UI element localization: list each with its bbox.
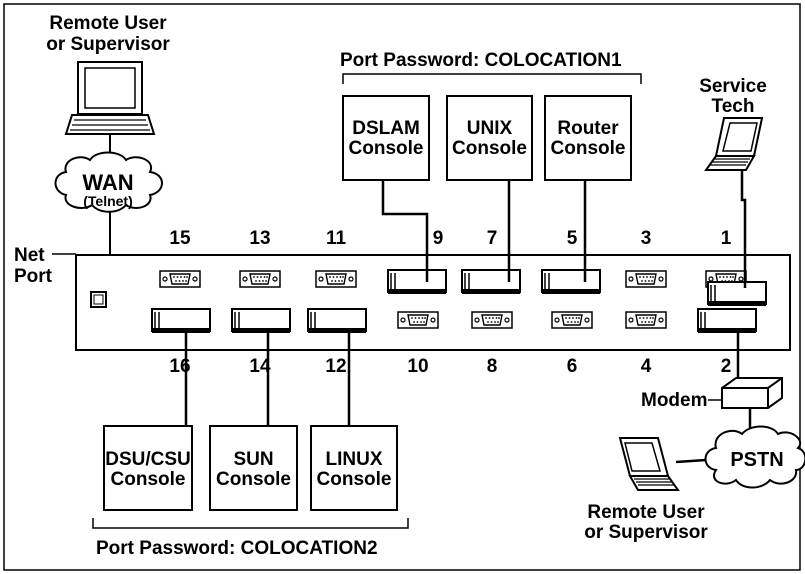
console-bottom-line1: SUN (233, 449, 273, 470)
diagram-border (3, 3, 801, 571)
port-12-plugged-connector (307, 308, 367, 334)
remote-user-top-line2: or Supervisor (46, 34, 170, 55)
cable-service-tech-to-port1 (740, 170, 747, 288)
port-number-14: 14 (249, 356, 271, 377)
console-bottom-line2: Console (111, 469, 186, 490)
port-number-5: 5 (567, 228, 578, 249)
port-4-db9-connector (625, 311, 667, 329)
port-8-db9-connector (471, 311, 513, 329)
password-bottom-bracket (92, 518, 409, 529)
port-16-plugged-connector (151, 308, 211, 334)
service-tech-laptop-icon (705, 117, 763, 171)
password-top-bracket (342, 73, 642, 84)
remote-user-bottom-line2: or Supervisor (584, 522, 708, 543)
port-11-db9-connector (315, 270, 357, 288)
console-top-line2: Console (551, 138, 626, 159)
service-tech-line1: Service (699, 76, 767, 97)
port-number-9: 9 (433, 228, 444, 249)
console-bottom-line2: Console (216, 469, 291, 490)
console-bottom-line1: LINUX (326, 449, 383, 470)
port-1-plugged-connector (707, 281, 767, 307)
console-top-line1: Router (557, 118, 619, 139)
port-13-db9-connector (239, 270, 281, 288)
port-number-12: 12 (325, 356, 346, 377)
port-number-8: 8 (487, 356, 498, 377)
port-6-db9-connector (551, 311, 593, 329)
port-number-10: 10 (407, 356, 428, 377)
cable-dslam-to-port9 (381, 180, 429, 282)
port-14-plugged-connector (231, 308, 291, 334)
port-number-11: 11 (326, 228, 347, 249)
password-top-label: Port Password: COLOCATION1 (340, 50, 622, 71)
console-bottom-line2: Console (317, 469, 392, 490)
modem-icon (721, 377, 783, 409)
remote-user-top-line1: Remote User (49, 13, 167, 34)
wan-label: WAN (82, 170, 133, 195)
port-number-6: 6 (567, 356, 578, 377)
port-9-plugged-connector (387, 269, 447, 295)
wan-sublabel: (Telnet) (83, 193, 133, 209)
console-bottom-line1: DSU/CSU (105, 449, 191, 470)
port-number-4: 4 (641, 356, 652, 377)
port-3-db9-connector (625, 270, 667, 288)
port-7-plugged-connector (461, 269, 521, 295)
password-bottom-label: Port Password: COLOCATION2 (96, 538, 378, 559)
port-number-13: 13 (249, 228, 270, 249)
port-number-15: 15 (169, 228, 191, 249)
port-10-db9-connector (397, 311, 439, 329)
console-top-line2: Console (452, 138, 527, 159)
pstn-label: PSTN (730, 449, 783, 471)
modem-label: Modem (641, 390, 708, 411)
port-number-7: 7 (487, 228, 498, 249)
remote-user-laptop-icon (619, 437, 679, 491)
remote-user-bottom-line1: Remote User (587, 502, 705, 523)
net-port-label-line2: Port (14, 266, 53, 287)
service-tech-line2: Tech (712, 96, 755, 117)
port-5-plugged-connector (541, 269, 601, 295)
net-port-label-line1: Net (14, 245, 45, 266)
console-top-line1: DSLAM (352, 118, 420, 139)
port-number-16: 16 (169, 356, 190, 377)
port-2-plugged-connector (697, 308, 757, 334)
port-number-2: 2 (721, 356, 732, 377)
console-top-line2: Console (349, 138, 424, 159)
port-number-3: 3 (641, 228, 652, 249)
wan-cloud-icon (54, 151, 163, 213)
cable-laptop-to-pstn (675, 458, 707, 464)
net-port-jack (90, 291, 107, 308)
pstn-cloud-icon (704, 425, 805, 489)
port-15-db9-connector (159, 270, 201, 288)
port-number-1: 1 (721, 228, 732, 249)
desktop-computer-icon (64, 61, 156, 135)
console-top-line1: UNIX (467, 118, 513, 139)
